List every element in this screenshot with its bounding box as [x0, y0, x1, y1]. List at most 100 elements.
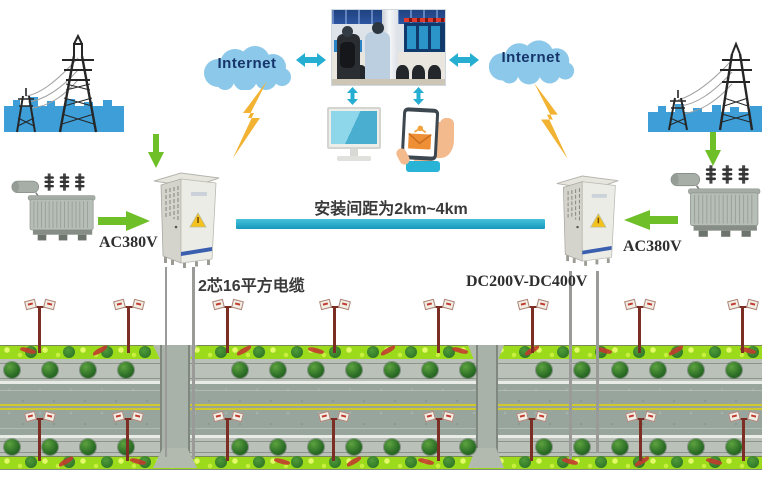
tree-icon — [536, 439, 552, 455]
double-arrow-vertical-monitor-icon — [347, 87, 358, 105]
lamp-crossbar — [217, 306, 239, 308]
monitor-icon — [327, 107, 381, 165]
lamp-pole — [38, 419, 41, 461]
lamp-head-icon — [338, 298, 351, 311]
lamp-pole — [638, 307, 641, 353]
arrow-left-ac-icon — [624, 210, 678, 230]
lamp-head-icon — [746, 298, 759, 311]
tree-icon — [460, 439, 476, 455]
ac380v-left-label: AC380V — [99, 234, 158, 251]
ac380v-right-label: AC380V — [623, 238, 682, 255]
lamp-head-icon — [132, 298, 145, 311]
tree-icon — [536, 362, 552, 378]
tree-icon — [42, 439, 58, 455]
lamp-head-icon — [442, 298, 455, 311]
bush-icon — [519, 456, 531, 468]
edge-line-bottom — [0, 435, 762, 438]
lamp-crossbar — [521, 418, 543, 420]
lamp-crossbar — [323, 418, 345, 420]
road-bottom-edge — [0, 469, 762, 470]
cable-line — [596, 271, 599, 453]
tree-icon — [384, 362, 400, 378]
tree-icon — [118, 362, 134, 378]
photo-person-backpack — [337, 26, 360, 85]
lamp-pole — [126, 419, 129, 461]
lamp-pole — [332, 419, 335, 461]
lightning-right-icon — [534, 83, 568, 159]
bush-icon — [747, 456, 759, 468]
tree-icon — [270, 439, 286, 455]
lamp-pole — [741, 307, 744, 353]
tree-icon — [232, 362, 248, 378]
tablet-body — [400, 107, 440, 161]
lamp-head-icon — [624, 298, 637, 311]
tree-icon — [612, 439, 628, 455]
tree-icon — [308, 439, 324, 455]
lamp-pole — [226, 307, 229, 353]
cloud-icon — [204, 46, 291, 91]
center-line-yellow — [0, 404, 762, 406]
transformer-right-icon — [670, 165, 761, 237]
bush-icon — [405, 346, 417, 358]
tree-icon — [270, 362, 286, 378]
bush-icon — [253, 456, 265, 468]
lamp-crossbar — [428, 418, 450, 420]
lamp-crossbar — [29, 306, 51, 308]
edge-line-top — [0, 381, 762, 384]
tree-icon — [4, 439, 20, 455]
cable-crossing-right — [476, 345, 498, 468]
lamp-crossbar — [118, 306, 140, 308]
lamp-head-icon — [517, 298, 530, 311]
cable-line — [569, 271, 572, 459]
tablet-in-hand-icon — [394, 106, 456, 172]
bush-icon — [709, 346, 721, 358]
tree-icon — [80, 439, 96, 455]
control-room-photo — [331, 9, 446, 86]
tree-icon — [232, 439, 248, 455]
lamp-head-icon — [231, 298, 244, 311]
lamp-head-icon — [423, 298, 436, 311]
cloud-label: Internet — [217, 55, 277, 72]
lamp-head-icon — [43, 298, 56, 311]
cable-line — [192, 267, 195, 459]
tree-icon — [688, 362, 704, 378]
lamp-pole — [531, 307, 534, 353]
lamp-pole — [742, 419, 745, 461]
control-cabinet-left-icon — [153, 172, 220, 268]
lamp-pole — [333, 307, 336, 353]
power-tower-right-icon — [648, 41, 762, 132]
bush-icon — [291, 346, 303, 358]
lamp-head-icon — [643, 298, 656, 311]
lamp-crossbar — [630, 418, 652, 420]
lamp-crossbar — [522, 306, 544, 308]
tablet-screen — [403, 111, 437, 157]
bush-icon — [557, 346, 569, 358]
lamp-crossbar — [732, 306, 754, 308]
lamp-crossbar — [217, 418, 239, 420]
lamp-head-icon — [536, 298, 549, 311]
bush-icon — [405, 456, 417, 468]
photo-floor — [332, 79, 445, 85]
lane-line — [0, 390, 762, 391]
bush-icon — [63, 346, 75, 358]
dc-range-label: DC200V-DC400V — [466, 273, 588, 290]
lamp-head-icon — [24, 298, 37, 311]
lamp-head-icon — [212, 298, 225, 311]
double-arrow-horizontal-right-icon — [449, 53, 479, 67]
transformer-left-icon — [11, 173, 96, 241]
lamp-crossbar — [428, 306, 450, 308]
lamp-crossbar — [29, 418, 51, 420]
power-tower-left-icon — [4, 33, 124, 133]
photo-led-ticker — [404, 18, 445, 22]
cloud-icon — [488, 40, 575, 85]
lamp-pole — [127, 307, 130, 353]
arrow-right-ac-icon — [98, 211, 150, 231]
lamp-pole — [437, 307, 440, 353]
tree-icon — [80, 362, 96, 378]
tree-icon — [4, 362, 20, 378]
arrow-down-right-icon — [705, 132, 721, 166]
install-distance-label: 安装间距为2km~4km — [314, 201, 468, 218]
tree-icon — [688, 439, 704, 455]
cable-crossing-flare — [468, 448, 504, 468]
tree-icon — [574, 439, 590, 455]
